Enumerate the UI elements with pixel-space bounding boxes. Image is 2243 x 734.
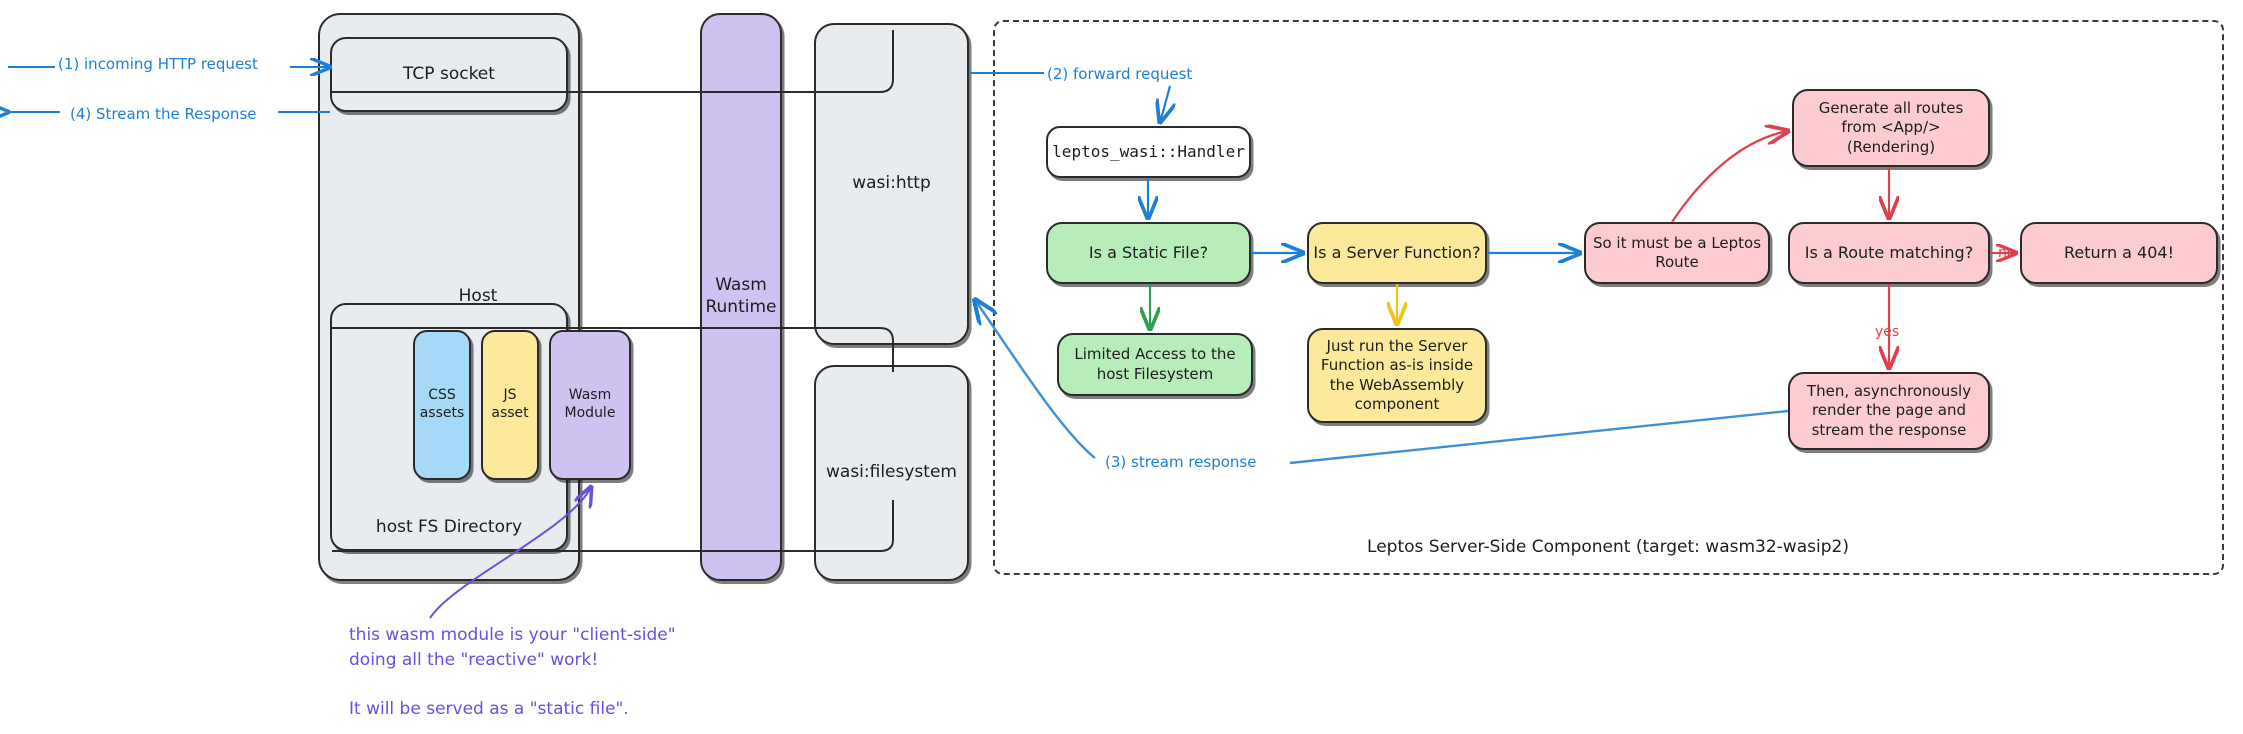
node-limited-access: Limited Access to the host Filesystem <box>1057 333 1253 396</box>
js-asset-box: JS asset <box>481 330 539 480</box>
wasi-filesystem-label: wasi:filesystem <box>826 462 957 483</box>
node-return-404: Return a 404! <box>2020 222 2218 284</box>
node-is-route-matching: Is a Route matching? <box>1788 222 1990 284</box>
node-is-server-function: Is a Server Function? <box>1307 222 1487 284</box>
edge-label-yes: yes <box>1875 324 1900 340</box>
node-render-stream: Then, asynchronously render the page and… <box>1788 372 1990 450</box>
css-assets-label: CSS assets <box>419 387 465 421</box>
css-assets-box: CSS assets <box>413 330 471 480</box>
note-wasm-client-side: this wasm module is your "client-side" d… <box>349 625 676 670</box>
node-render-stream-label: Then, asynchronously render the page and… <box>1806 382 1972 439</box>
label-stream-the-response: (4) Stream the Response <box>70 105 257 123</box>
host-fs-directory-label: host FS Directory <box>375 517 523 538</box>
edge-label-no: no <box>1998 245 2016 261</box>
node-return-404-label: Return a 404! <box>2063 242 2175 262</box>
wasm-runtime-label: Wasm Runtime <box>705 275 777 317</box>
wasm-module-box: Wasm Module <box>549 330 631 480</box>
tcp-socket-box: TCP socket <box>330 37 568 112</box>
node-is-route-matching-label: Is a Route matching? <box>1804 242 1974 262</box>
wasi-http-label: wasi:http <box>852 173 931 194</box>
leptos-component-container <box>993 20 2224 575</box>
node-is-static-file-label: Is a Static File? <box>1088 242 1209 262</box>
tcp-socket-label: TCP socket <box>403 63 495 84</box>
leptos-component-caption: Leptos Server-Side Component (target: wa… <box>1367 537 1849 557</box>
note-static-file: It will be served as a "static file". <box>349 699 629 719</box>
label-forward-request: (2) forward request <box>1047 65 1193 83</box>
node-run-server-function-label: Just run the Server Function as-is insid… <box>1320 337 1474 413</box>
node-leptos-route-label: So it must be a Leptos Route <box>1592 233 1762 271</box>
wasi-http-box: wasi:http <box>814 23 969 345</box>
label-incoming-http-request: (1) incoming HTTP request <box>58 55 258 73</box>
node-generate-routes-label: Generate all routes from <App/> (Renderi… <box>1818 99 1964 156</box>
wasi-filesystem-box: wasi:filesystem <box>814 365 969 581</box>
host-label: Host <box>458 286 498 306</box>
label-stream-response: (3) stream response <box>1105 453 1257 471</box>
node-run-server-function: Just run the Server Function as-is insid… <box>1307 328 1487 423</box>
leptos-handler-label: leptos_wasi::Handler <box>1052 141 1245 161</box>
js-asset-label: JS asset <box>491 387 529 421</box>
node-limited-access-label: Limited Access to the host Filesystem <box>1074 345 1236 383</box>
wasm-runtime-box: Wasm Runtime <box>700 13 782 581</box>
node-leptos-route: So it must be a Leptos Route <box>1584 222 1770 284</box>
wasm-module-label: Wasm Module <box>564 387 616 421</box>
node-is-server-function-label: Is a Server Function? <box>1313 242 1481 262</box>
node-generate-routes: Generate all routes from <App/> (Renderi… <box>1792 89 1990 167</box>
leptos-handler-box: leptos_wasi::Handler <box>1046 126 1251 178</box>
node-is-static-file: Is a Static File? <box>1046 222 1251 284</box>
